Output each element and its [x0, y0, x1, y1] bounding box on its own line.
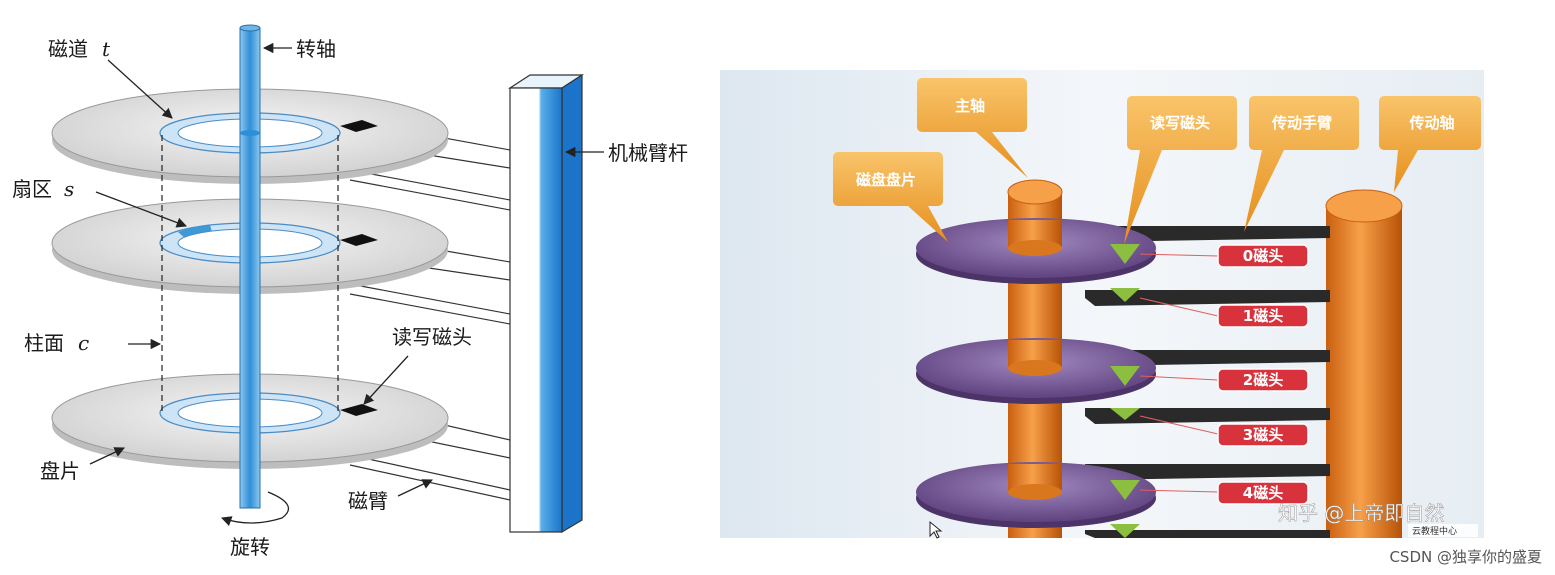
callout-spindle-text: 主轴	[955, 97, 985, 115]
head-tag-1: 1磁头	[1243, 307, 1283, 325]
arm-bar-3	[1085, 408, 1330, 424]
arm-label: 磁臂	[348, 489, 388, 513]
purple-platter-2	[916, 338, 1156, 404]
head-tag-2: 2磁头	[1243, 371, 1283, 389]
arm-bar-5	[1085, 530, 1330, 538]
head-tags: 0磁头 1磁头 2磁头 3磁头 4磁头	[1139, 244, 1309, 505]
head-middle	[340, 234, 378, 246]
actuator-arms	[1085, 226, 1330, 538]
actuator-axis	[1325, 189, 1403, 538]
sector-pointer	[95, 191, 187, 228]
cylinder-var: c	[78, 331, 89, 355]
purple-platter-1	[916, 218, 1156, 284]
callout-actuator-arm-text: 传动手臂	[1271, 114, 1332, 132]
purple-platter-3	[916, 462, 1156, 528]
platter-pointer	[89, 447, 125, 465]
callout-actuator-axis: 传动轴	[1379, 96, 1481, 192]
callout-head: 读写磁头	[1124, 96, 1237, 244]
head-top	[340, 120, 378, 132]
small-watermark: 云教程中心	[1412, 525, 1457, 537]
rotation-label: 旋转	[230, 535, 270, 559]
cursor-icon	[929, 520, 943, 539]
head-tag-0: 0磁头	[1243, 247, 1283, 265]
csdn-credit: CSDN @独享你的盛夏	[1389, 548, 1542, 566]
sector-label: 扇区	[12, 177, 52, 201]
arm-assembly-label: 机械臂杆	[608, 141, 688, 165]
cylinder-outline	[161, 135, 339, 414]
rotation-arrow	[221, 491, 290, 527]
disk-structure-diagram: 磁道 t 转轴 扇区 s 机械臂杆 柱面 c 读写磁头 盘片 磁臂 旋转	[12, 24, 688, 559]
head-pointer	[363, 355, 409, 405]
callout-head-text: 读写磁头	[1150, 114, 1210, 132]
spindle-shaft	[239, 27, 261, 509]
head-bottom	[340, 404, 378, 416]
spindle-label: 转轴	[296, 37, 336, 61]
track-var: t	[102, 37, 111, 61]
cylinder-label: 柱面	[24, 331, 64, 355]
green-heads	[1110, 244, 1140, 538]
callout-spindle: 主轴	[917, 78, 1028, 178]
arm-pointer	[397, 479, 433, 497]
head-tag-4: 4磁头	[1243, 484, 1283, 502]
track-pointer	[107, 59, 173, 119]
hdd-3d-diagram: 0磁头 1磁头 2磁头 3磁头 4磁头 主轴 读写磁头 传动手臂 传动轴	[720, 70, 1484, 539]
sector-var: s	[64, 177, 74, 201]
callout-actuator-axis-text: 传动轴	[1408, 114, 1454, 132]
arm-bar-4	[1085, 464, 1330, 480]
zhihu-watermark: 知乎 @上帝即自然	[1278, 501, 1444, 525]
track-label: 磁道	[48, 37, 88, 61]
callout-platter: 磁盘盘片	[833, 152, 948, 242]
platter-label: 盘片	[40, 459, 80, 483]
actuator-pillar	[507, 73, 585, 534]
arm-bar-1	[1085, 290, 1330, 306]
highlighted-sector	[178, 225, 212, 239]
head-tag-3: 3磁头	[1243, 426, 1283, 444]
head-label: 读写磁头	[392, 325, 472, 349]
callout-platter-text: 磁盘盘片	[856, 171, 916, 189]
callout-actuator-arm: 传动手臂	[1244, 96, 1359, 232]
